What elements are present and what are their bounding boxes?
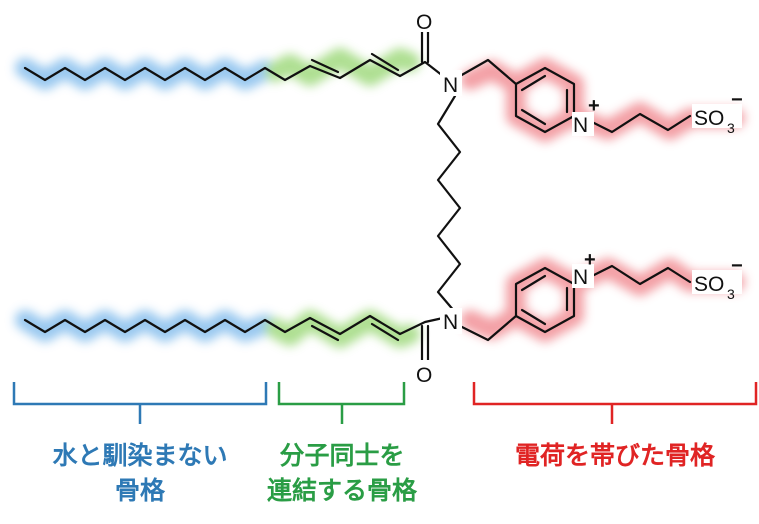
atom-nitrogen-bottom: N xyxy=(443,311,458,334)
label-charged-line1: 電荷を帯びた骨格 xyxy=(514,441,715,470)
bonds xyxy=(23,28,692,362)
label-linker: 分子同士を 連結する骨格 xyxy=(262,438,422,508)
bond-tail-bottom xyxy=(23,314,445,336)
bracket-linker xyxy=(277,382,406,424)
bond-n-ch2-bottom xyxy=(458,314,518,342)
bond-double-top-1 xyxy=(310,58,340,74)
bond-double-bottom-1 xyxy=(310,324,340,342)
label-charged: 電荷を帯びた骨格 xyxy=(474,438,756,473)
glow-diene-top xyxy=(265,48,420,86)
group-so-bottom: SO xyxy=(694,273,724,296)
bracket-charged xyxy=(472,382,758,424)
ring-bottom-double-1 xyxy=(520,308,547,326)
bond-linker xyxy=(436,94,462,314)
glow-diene-bottom xyxy=(265,310,420,348)
group-three-bottom: 3 xyxy=(727,286,735,302)
group-so-top: SO xyxy=(694,107,724,130)
bond-double-bottom-2 xyxy=(370,322,400,342)
label-hydrophobic: 水と馴染まない 骨格 xyxy=(14,438,266,508)
label-linker-line2: 連結する骨格 xyxy=(266,476,417,505)
atom-nitrogen-top: N xyxy=(443,74,458,97)
atom-labels: O N N + SO 3 − N O N + SO 3 − xyxy=(416,8,743,387)
charge-plus-top: + xyxy=(588,95,600,117)
glow-highlights xyxy=(15,48,745,348)
atom-oxygen-bottom: O xyxy=(416,364,432,387)
bond-propyl-top xyxy=(590,112,692,134)
atom-nitrogen-ring-bottom: N xyxy=(573,266,588,289)
ring-top-double-3 xyxy=(520,108,547,126)
charge-minus-bottom: − xyxy=(731,255,743,277)
label-hydrophobic-line2: 骨格 xyxy=(114,476,165,505)
bond-double-top-2 xyxy=(370,52,400,72)
atom-nitrogen-ring-top: N xyxy=(573,114,588,137)
charge-minus-top: − xyxy=(731,89,743,111)
bond-propyl-bottom xyxy=(590,264,692,286)
bond-n-ch2-top xyxy=(458,58,518,86)
group-three-top: 3 xyxy=(727,120,735,136)
ring-top-double-1 xyxy=(520,74,547,92)
ring-bottom-double-3 xyxy=(520,274,547,292)
label-hydrophobic-line1: 水と馴染まない xyxy=(52,441,228,470)
charge-plus-bottom: + xyxy=(584,249,596,271)
atom-oxygen-top: O xyxy=(416,11,432,34)
label-linker-line1: 分子同士を xyxy=(279,441,405,470)
brackets xyxy=(12,382,758,424)
bracket-hydrophobic xyxy=(12,382,268,424)
bond-tail-top xyxy=(23,58,445,82)
